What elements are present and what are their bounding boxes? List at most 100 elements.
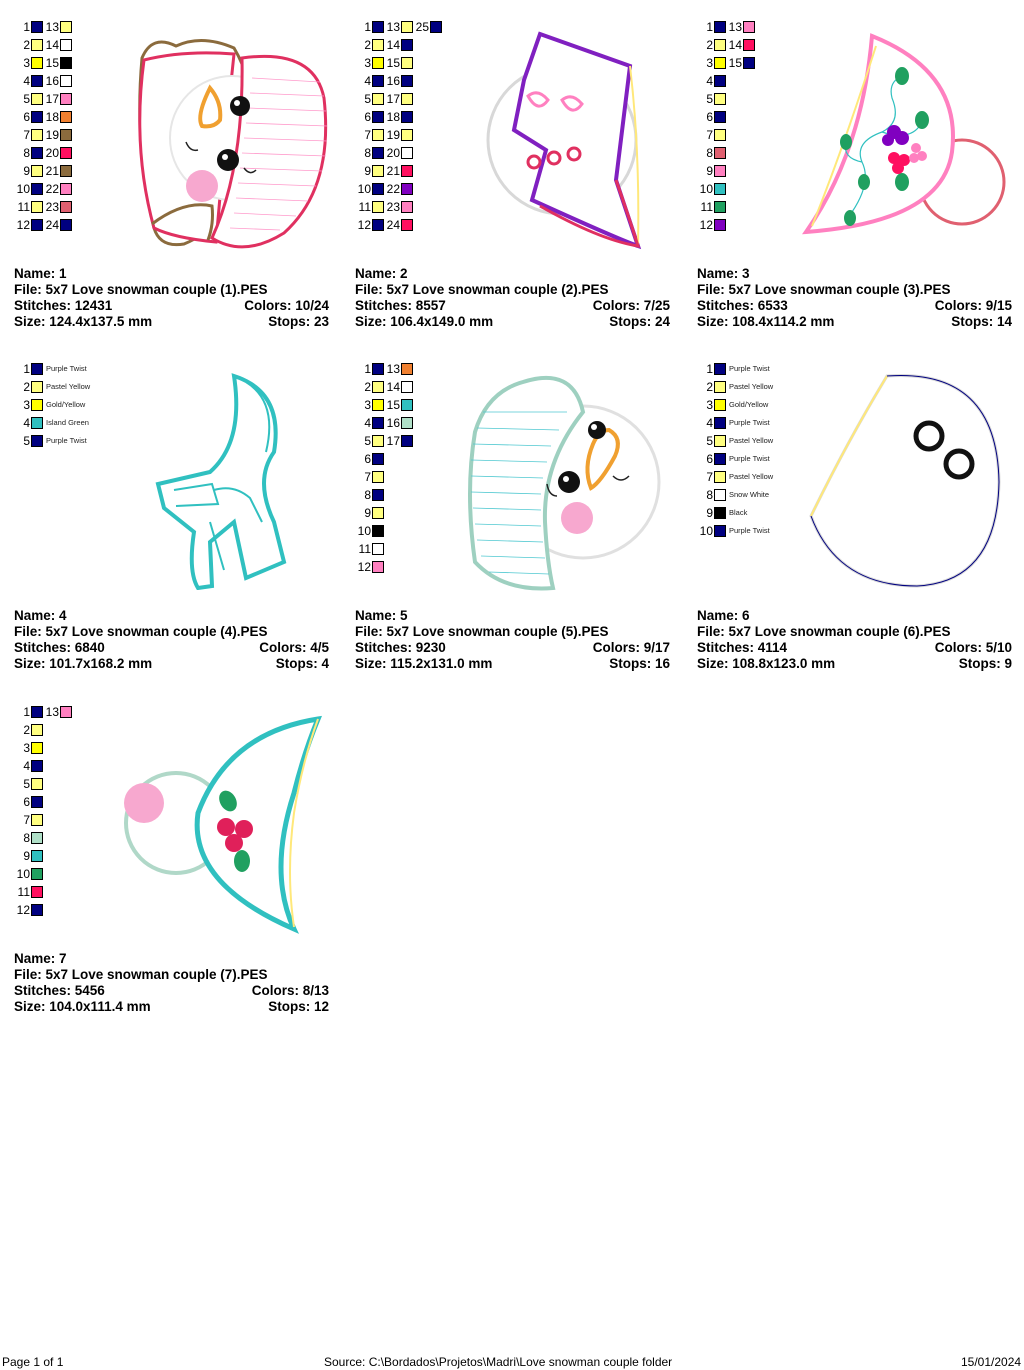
color-swatch-number: 3 xyxy=(706,56,713,70)
color-swatch-number: 8 xyxy=(706,146,713,160)
design-info: Name: 3 File: 5x7 Love snowman couple (3… xyxy=(697,266,1012,330)
color-swatch xyxy=(372,129,384,141)
color-swatch xyxy=(714,507,726,519)
color-swatch-number: 13 xyxy=(728,20,742,34)
design-size: Size: 108.4x114.2 mm xyxy=(697,314,835,329)
color-swatch-number: 6 xyxy=(364,452,371,466)
color-swatch-number: 20 xyxy=(386,146,400,160)
color-swatch-number: 7 xyxy=(23,128,30,142)
color-swatch-number: 6 xyxy=(23,110,30,124)
design-colors: Colors: 5/10 xyxy=(934,640,1012,655)
design-size: Size: 104.0x111.4 mm xyxy=(14,999,151,1014)
color-swatch xyxy=(60,93,72,105)
color-swatch-number: 14 xyxy=(386,38,400,52)
color-swatch-number: 1 xyxy=(706,362,713,376)
color-swatch-number: 2 xyxy=(23,380,30,394)
color-swatch xyxy=(31,760,43,772)
design-file: File: 5x7 Love snowman couple (2).PES xyxy=(355,282,609,297)
color-swatch-number: 1 xyxy=(364,362,371,376)
color-swatch-number: 5 xyxy=(706,92,713,106)
color-swatch xyxy=(714,165,726,177)
color-swatch xyxy=(401,93,413,105)
color-swatch-number: 13 xyxy=(386,362,400,376)
color-swatch xyxy=(372,543,384,555)
color-swatch-number: 21 xyxy=(45,164,59,178)
color-swatch xyxy=(372,399,384,411)
color-swatch-name: Island Green xyxy=(46,418,89,427)
color-swatch-row: 9 xyxy=(697,164,726,178)
color-swatch-name: Purple Twist xyxy=(729,418,770,427)
color-swatch-row: 9 xyxy=(14,849,43,863)
design-colors: Colors: 10/24 xyxy=(244,298,329,313)
color-swatch-row: 6 xyxy=(14,795,43,809)
color-swatch xyxy=(60,21,72,33)
design-file: File: 5x7 Love snowman couple (4).PES xyxy=(14,624,268,639)
color-swatch xyxy=(714,129,726,141)
color-swatch xyxy=(31,814,43,826)
color-swatch xyxy=(31,75,43,87)
color-swatch-number: 22 xyxy=(386,182,400,196)
color-swatch-number: 12 xyxy=(16,218,30,232)
design-stops: Stops: 24 xyxy=(609,314,670,329)
color-swatch-number: 17 xyxy=(386,92,400,106)
color-swatch-number: 12 xyxy=(699,218,713,232)
color-swatch-name: Purple Twist xyxy=(729,364,770,373)
design-stitches: Stitches: 12431 xyxy=(14,298,113,313)
design-stitches: Stitches: 6840 xyxy=(14,640,105,655)
color-swatch-row: 8 xyxy=(14,831,43,845)
color-swatch-number: 2 xyxy=(706,380,713,394)
color-swatch-number: 7 xyxy=(364,128,371,142)
design-file: File: 5x7 Love snowman couple (1).PES xyxy=(14,282,268,297)
color-swatch-number: 14 xyxy=(386,380,400,394)
color-swatch xyxy=(60,147,72,159)
color-swatch xyxy=(31,111,43,123)
color-swatch xyxy=(60,706,72,718)
color-swatch xyxy=(401,183,413,195)
color-swatch xyxy=(31,778,43,790)
color-swatch-number: 11 xyxy=(17,200,30,214)
design-colors: Colors: 9/17 xyxy=(592,640,670,655)
color-swatch-row: 2 xyxy=(14,723,43,737)
design-name: Name: 4 xyxy=(14,608,67,623)
design-preview-snowman-face-with-beanie xyxy=(468,375,661,591)
color-swatch xyxy=(31,219,43,231)
color-swatch-number: 11 xyxy=(358,200,371,214)
design-preview-hat-with-flowers xyxy=(802,33,1006,235)
color-swatch-number: 3 xyxy=(23,741,30,755)
color-swatch-number: 11 xyxy=(17,885,30,899)
color-swatch-row: 7 xyxy=(14,813,43,827)
color-swatch-number: 9 xyxy=(364,506,371,520)
design-file: File: 5x7 Love snowman couple (7).PES xyxy=(14,967,268,982)
color-swatch xyxy=(401,75,413,87)
color-swatch xyxy=(743,57,755,69)
color-swatch xyxy=(372,39,384,51)
color-swatch xyxy=(372,435,384,447)
design-preview-scarf xyxy=(155,373,287,590)
color-swatch xyxy=(31,742,43,754)
color-swatch-row: 7 xyxy=(355,470,384,484)
color-swatch-number: 2 xyxy=(23,38,30,52)
color-swatch xyxy=(31,850,43,862)
color-swatch xyxy=(401,435,413,447)
color-swatch-number: 6 xyxy=(364,110,371,124)
color-swatch-name: Purple Twist xyxy=(729,526,770,535)
color-swatch-number: 8 xyxy=(706,488,713,502)
color-swatch xyxy=(714,111,726,123)
color-swatch xyxy=(60,57,72,69)
